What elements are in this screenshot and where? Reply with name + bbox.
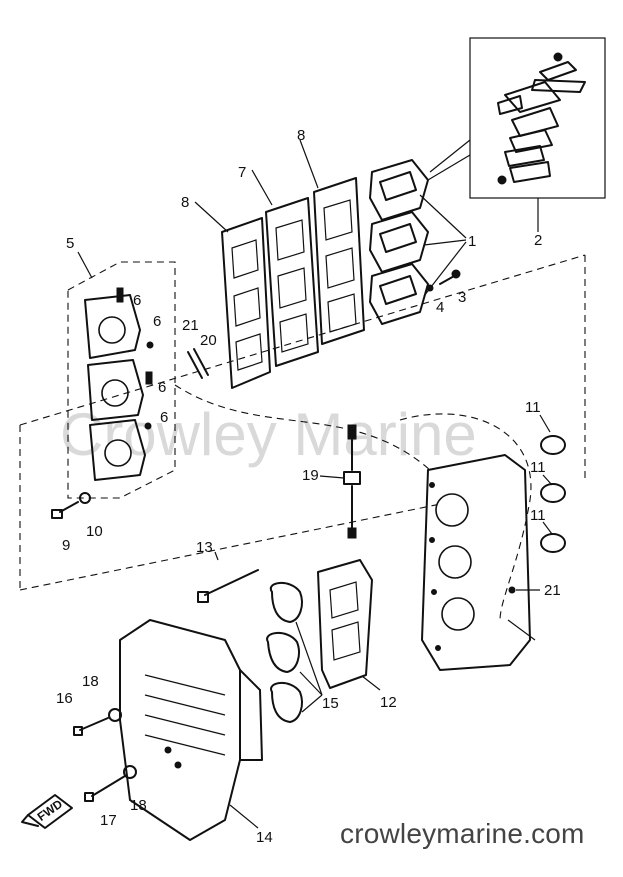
- callout-11c: 11: [530, 507, 546, 524]
- fwd-label: FWD: [35, 797, 66, 824]
- callout-20: 20: [200, 332, 217, 349]
- bolt-part-9: [51, 501, 79, 519]
- callout-16: 16: [56, 690, 73, 707]
- callout-3: 3: [458, 289, 466, 306]
- callout-9: 9: [62, 537, 70, 554]
- callout-6a: 6: [133, 292, 141, 309]
- intake-gasket-part-8-right: [313, 177, 365, 345]
- callout-12: 12: [380, 694, 397, 711]
- callout-11b: 11: [530, 459, 546, 476]
- reed-plate-part-7: [265, 197, 319, 367]
- bolt-part-17: [84, 775, 126, 802]
- forward-arrow: FWD: [21, 794, 73, 829]
- callout-6c: 6: [158, 379, 166, 396]
- pin-part-20: [187, 348, 209, 379]
- callout-6b: 6: [153, 313, 161, 330]
- callout-17: 17: [100, 812, 117, 829]
- callout-leader-lines: [194, 139, 553, 829]
- callout-2: 2: [534, 232, 542, 249]
- washer-part-18-lower: [123, 765, 137, 779]
- callout-labels: 1 2 3 4 5 6 6 6 6 7 8 8 9 10 11 11 11 12…: [56, 127, 561, 846]
- callout-14: 14: [256, 829, 273, 846]
- callout-21a: 21: [182, 317, 199, 334]
- callout-10: 10: [86, 523, 103, 540]
- washer-part-18-upper: [108, 708, 122, 722]
- callout-21b: 21: [544, 582, 561, 599]
- intake-gasket-part-8-left: [221, 217, 271, 389]
- reed-valve-exploded-parts: [497, 52, 586, 185]
- callout-4: 4: [436, 299, 444, 316]
- o-ring-parts-11: [540, 435, 566, 553]
- callout-13: 13: [196, 539, 213, 556]
- screw-part-3: [439, 269, 461, 285]
- callout-15: 15: [322, 695, 339, 712]
- washer-part-4: [426, 284, 434, 292]
- reed-valve-detail-box: [427, 37, 606, 199]
- intake-manifold-body: [421, 454, 536, 671]
- fitting-parts-6: [116, 287, 154, 430]
- callout-8a: 8: [181, 194, 189, 211]
- callout-11a: 11: [525, 399, 541, 416]
- callout-1: 1: [468, 233, 476, 250]
- callout-19: 19: [302, 467, 319, 484]
- assembly-guide-lines: [19, 254, 586, 621]
- intake-silencer-cover-part-14: [119, 619, 263, 841]
- callout-7: 7: [238, 164, 246, 181]
- washer-part-10: [79, 492, 91, 504]
- bolt-part-16: [73, 717, 109, 736]
- carburetor-assembly-box: [67, 251, 176, 499]
- callout-18a: 18: [82, 673, 99, 690]
- gasket-rings-part-15: [266, 582, 303, 723]
- callout-18b: 18: [130, 797, 147, 814]
- callout-5: 5: [66, 235, 74, 252]
- callout-8b: 8: [297, 127, 305, 144]
- callout-6d: 6: [160, 409, 168, 426]
- footer-website-text: crowleymarine.com: [340, 818, 585, 849]
- gasket-part-12: [317, 559, 373, 689]
- pin-part-21-right: [508, 586, 516, 594]
- bolt-part-13: [197, 569, 259, 603]
- reed-valve-blocks: [369, 159, 467, 325]
